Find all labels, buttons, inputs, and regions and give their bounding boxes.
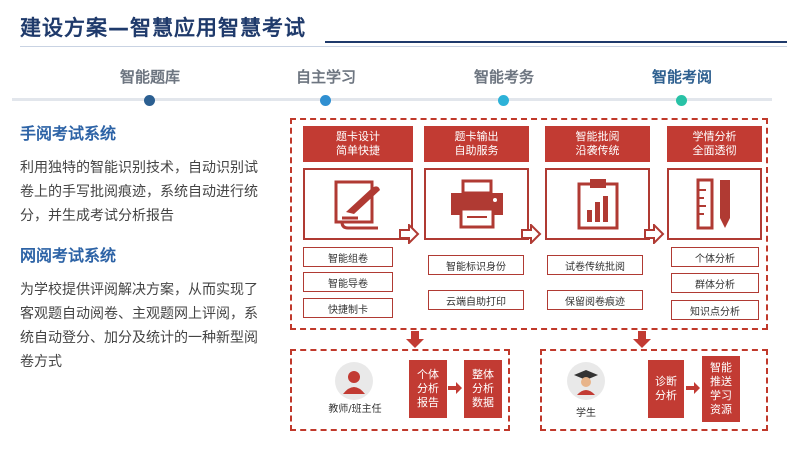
title-underline	[325, 41, 787, 43]
section-text: 利用独特的智能识别技术，自动识别试卷上的手写批阅痕迹，系统自动进行统分，并生成考…	[20, 160, 258, 224]
arrow-right-icon	[399, 224, 420, 244]
ruler-pencil-icon	[667, 168, 762, 240]
step-item-bank: 智能题库	[90, 66, 210, 106]
flow-head-line: 自助服务	[454, 144, 499, 157]
step-label: 智能考务	[473, 68, 534, 86]
student-avatar-icon	[567, 362, 605, 400]
flow-item: 个体分析	[671, 247, 759, 267]
section-text: 为学校提供评阅解决方案，从而实现了客观题自动阅卷、主观题网上评阅，系统自动登分、…	[20, 282, 258, 370]
flow-head-line: 题卡输出	[454, 130, 499, 143]
flow-head: 学情分析 全面透彻	[667, 126, 762, 162]
flow-container	[290, 118, 768, 330]
flow-item: 试卷传统批阅	[547, 255, 643, 275]
step-exam-review: 智能考阅	[622, 66, 742, 106]
section-title: 网阅考试系统	[20, 246, 117, 265]
step-label: 自主学习	[295, 68, 356, 86]
step-dot	[320, 95, 331, 106]
clipboard-chart-icon	[545, 168, 650, 240]
flow-item: 保留阅卷痕迹	[547, 290, 643, 310]
flow-head-line: 智能批阅	[575, 130, 620, 143]
arrow-right-icon	[686, 382, 700, 394]
flow-item: 知识点分析	[671, 300, 759, 320]
flow-item: 智能标识身份	[428, 255, 524, 275]
pen-paper-icon	[303, 168, 413, 240]
flow-head-line: 学情分析	[692, 130, 737, 143]
flow-head-line: 沿袭传统	[575, 144, 620, 157]
step-self-study: 自主学习	[266, 66, 386, 106]
flow-item: 快捷制卡	[303, 298, 393, 318]
title-divider	[20, 46, 787, 47]
left-column: 手阅考试系统 利用独特的智能识别技术，自动识别试卷上的手写批阅痕迹，系统自动进行…	[20, 120, 260, 388]
printer-icon	[424, 168, 529, 240]
steps-line	[12, 98, 772, 101]
flow-item: 智能导卷	[303, 272, 393, 292]
flow-head-line: 简单快捷	[336, 144, 380, 157]
arrow-down-icon	[406, 331, 424, 348]
diagnosis-box: 诊断分析	[648, 360, 684, 418]
section-title: 手阅考试系统	[20, 124, 117, 143]
teacher-panel	[290, 349, 510, 431]
flow-item: 群体分析	[671, 273, 759, 293]
flow-head: 题卡输出 自助服务	[424, 126, 529, 162]
flow-head-line: 全面透彻	[692, 144, 737, 157]
arrow-down-icon	[633, 331, 651, 348]
flow-head: 题卡设计 简单快捷	[303, 126, 413, 162]
step-dot	[676, 95, 687, 106]
arrow-right-icon	[448, 382, 462, 394]
page-title: 建设方案—智慧应用智慧考试	[20, 16, 306, 40]
step-label: 智能题库	[119, 68, 180, 86]
data-box: 整体分析数据	[464, 360, 502, 418]
arrow-right-icon	[644, 224, 665, 244]
step-exam-affairs: 智能考务	[444, 66, 564, 106]
report-box: 个体分析报告	[409, 360, 447, 418]
flow-head: 智能批阅 沿袭传统	[545, 126, 650, 162]
resource-box: 智能推送学习资源	[702, 356, 740, 422]
step-label: 智能考阅	[651, 68, 712, 86]
step-dot	[498, 95, 509, 106]
arrow-right-icon	[521, 224, 542, 244]
step-dot	[144, 95, 155, 106]
student-role-label: 学生	[576, 408, 596, 419]
flow-item: 云端自助打印	[428, 290, 524, 310]
teacher-avatar-icon	[335, 362, 373, 400]
flow-item: 智能组卷	[303, 247, 393, 267]
flow-head-line: 题卡设计	[336, 130, 380, 143]
student-panel	[540, 349, 768, 431]
teacher-role-label: 教师/班主任	[328, 404, 382, 415]
